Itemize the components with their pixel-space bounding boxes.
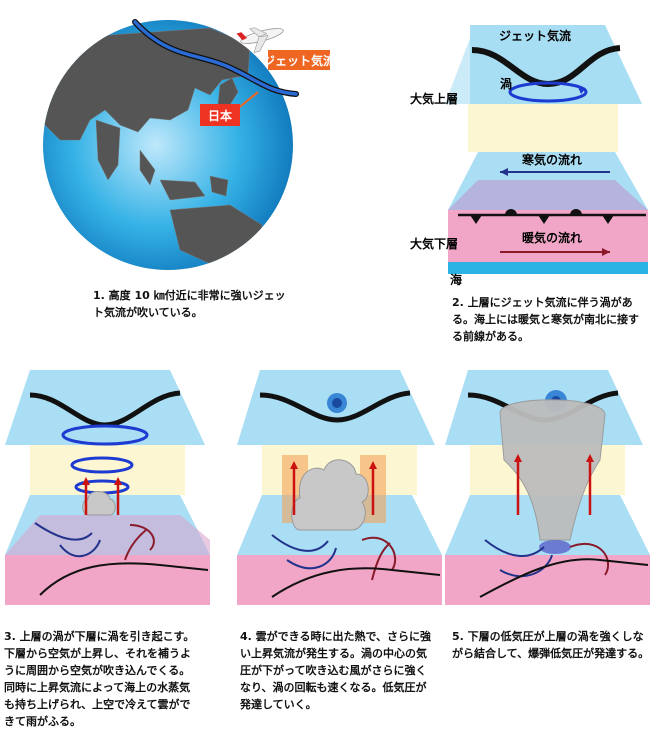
caption-2: 2. 上層にジェット気流に伴う渦があ る。海上には暖気と寒気が南北に接す る前線… (452, 296, 639, 343)
caption-5: 5. 下層の低気圧が上層の渦を強くしな がら結合して、爆弾低気圧が発達する。 (452, 630, 650, 660)
panel-3-diagram (5, 370, 210, 605)
svg-text:大気下層: 大気下層 (410, 236, 458, 251)
caption-3: 3. 上層の渦が下層に渦を引き起こす。 下層から空気が上昇し、それを補うよ うに… (4, 630, 195, 728)
vortex-ring (508, 81, 588, 103)
cumulonimbus (499, 399, 606, 541)
small-cloud (82, 491, 116, 516)
panel-2-diagram: ジェット気流 渦 大気上層 寒気の流れ 暖気の流れ 大気下層 海 (410, 25, 648, 287)
caption-4: 4. 雲ができる時に出た熱で、さらに強 い上昇気流が発生する。渦の中心の気 圧が… (240, 630, 432, 711)
jet-stream-tag (268, 50, 330, 70)
caption-1: 1. 高度 10 ㎞付近に非常に強いジェッ ト気流が吹いている。 (93, 289, 286, 319)
vortex-icon (327, 393, 347, 413)
svg-text:ジェット気流: ジェット気流 (499, 28, 571, 43)
svg-text:寒気の流れ: 寒気の流れ (521, 152, 582, 167)
airplane-icon (236, 27, 284, 54)
svg-text:大気上層: 大気上層 (410, 91, 458, 106)
jet-stream-label: ジェット気流 (263, 53, 330, 68)
sea-strip (448, 262, 648, 274)
panel-5-diagram (445, 370, 650, 605)
japan-label: 日本 (208, 108, 232, 123)
front-symbols (470, 209, 614, 224)
svg-text:渦: 渦 (500, 76, 512, 91)
svg-text:海: 海 (450, 272, 462, 287)
globe-panel: ジェット気流 日本 (43, 19, 330, 270)
panel-4-diagram (237, 370, 442, 605)
svg-text:暖気の流れ: 暖気の流れ (522, 230, 582, 245)
japan-tag (200, 104, 240, 126)
tall-cloud (291, 459, 369, 531)
